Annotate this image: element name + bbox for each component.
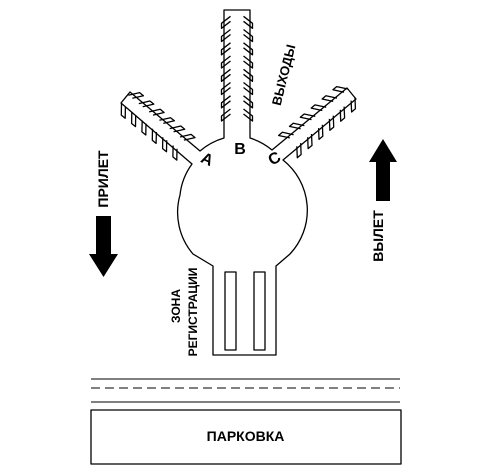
aircraft-stand [243,15,254,29]
terminal-outline [120,9,357,356]
aircraft-stand [332,85,349,93]
aircraft-stand [220,108,231,122]
aircraft-stand [220,55,231,69]
aircraft-stand [161,137,168,153]
aircraft-stand [172,145,178,161]
fishbone-pier-b [220,15,254,122]
aircraft-stand [243,81,254,96]
fishbone-pier-a [120,91,196,161]
aircraft-stand [288,122,305,130]
aircraft-stand [277,131,294,139]
aircraft-stand [317,124,324,141]
aircraft-stand [179,133,196,141]
parking-area [90,409,402,465]
checkin-zone-label-line1: ЗОНА [169,289,183,323]
aircraft-stand [220,28,231,43]
aircraft-stand [220,68,231,82]
arrivals-label: ПРИЛЕТ [95,150,111,208]
gate-a-label: A [198,150,216,170]
aircraft-stand [350,97,357,113]
gate-b-label: B [234,141,246,158]
departures-label: ВЫЛЕТ [370,210,386,262]
aircraft-stand [120,103,127,119]
aircraft-stand [151,128,158,145]
aircraft-stand [307,133,313,150]
aircraft-stand [328,115,335,131]
aircraft-stand [130,112,137,128]
aircraft-stand [220,81,231,96]
aircraft-stand [243,28,254,43]
aircraft-stand [220,42,231,56]
aircraft-stand [128,91,145,99]
aircraft-stand [243,55,254,69]
fishbone-pier-c [277,85,357,159]
aircraft-stand [220,15,231,29]
aircraft-stand [138,100,155,108]
aircraft-stand [339,106,346,122]
aircraft-stand [169,125,186,133]
aircraft-stand [321,95,338,103]
arrow-up-icon [369,139,397,201]
aircraft-stand [141,120,147,136]
aircraft-stand [299,113,316,121]
aircraft-stand [243,68,254,82]
parking-label: ПАРКОВКА [207,428,285,444]
aircraft-stand [310,104,327,112]
exits-label: ВЫХОДЫ [269,43,299,107]
aircraft-stand [296,143,302,159]
gate-c-label: C [265,149,284,170]
aircraft-stand [243,108,254,122]
checkin-counter-right [253,271,266,351]
arrow-down-icon [89,216,118,277]
aircraft-stand [148,108,165,116]
aircraft-stand [220,95,231,109]
checkin-counter-left [224,271,237,351]
aircraft-stand [243,42,254,56]
checkin-zone-label-line2: РЕГИСТРАЦИИ [186,268,200,357]
aircraft-stand [159,117,176,125]
aircraft-stand [243,95,254,109]
